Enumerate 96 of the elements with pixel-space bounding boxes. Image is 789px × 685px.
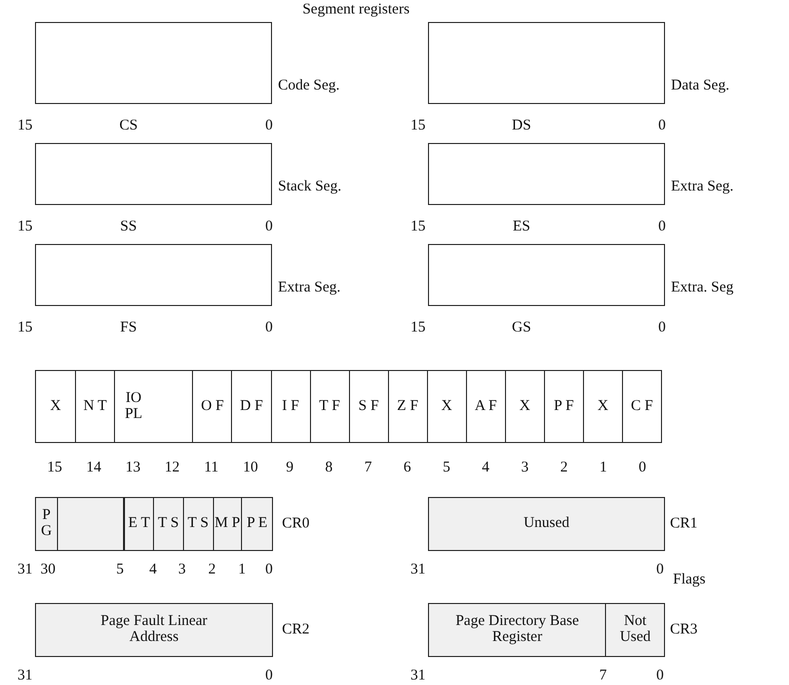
bit-number: 5 xyxy=(442,460,450,476)
bit-number: 0 xyxy=(638,460,646,476)
bit-field: C F xyxy=(622,371,661,442)
bit-number: 0 xyxy=(658,118,666,134)
bit-field: P G xyxy=(36,498,57,550)
register-box: Unused xyxy=(428,497,665,551)
bit-field: T S xyxy=(182,498,212,550)
bit-number: 5 xyxy=(116,562,124,578)
bit-number: 15 xyxy=(18,118,32,134)
bit-number: 14 xyxy=(86,460,102,476)
bit-number: 3 xyxy=(178,562,186,578)
bit-field: O F xyxy=(192,371,232,442)
bit-field: X xyxy=(426,371,466,442)
bit-number: 7 xyxy=(599,668,607,684)
bit-number: 15 xyxy=(410,118,426,134)
bit-number: GS xyxy=(512,320,532,336)
bit-number: 6 xyxy=(404,460,412,476)
register-box: Page Fault Linear Address xyxy=(35,603,273,657)
bit-number: 3 xyxy=(521,460,529,476)
register-name: CR1 xyxy=(670,516,698,532)
bit-field: X xyxy=(36,371,76,442)
bit-field: Z F xyxy=(388,371,427,442)
bit-number: 0 xyxy=(658,320,666,336)
bit-field: Not Used xyxy=(605,604,664,656)
register-box xyxy=(35,143,272,205)
register-name: Extra Seg. xyxy=(278,280,340,296)
bit-number: 9 xyxy=(286,460,294,476)
register-name: CR0 xyxy=(282,516,310,532)
bit-field: X xyxy=(582,371,622,442)
bit-field: IO PL xyxy=(114,371,192,442)
register-box xyxy=(428,244,665,306)
bit-number: 8 xyxy=(325,460,333,476)
register-name: Code Seg. xyxy=(278,78,340,94)
reserved-field xyxy=(56,498,124,550)
bit-number: 12 xyxy=(164,460,180,476)
register-caption: Flags xyxy=(673,572,706,588)
bit-number: 31 xyxy=(18,562,32,578)
register-box xyxy=(428,22,665,104)
bit-number: 4 xyxy=(482,460,490,476)
bit-field: T F xyxy=(310,371,349,442)
register-name: Extra Seg. xyxy=(671,178,734,196)
bit-number: 31 xyxy=(18,668,32,684)
bit-number: 13 xyxy=(125,460,140,476)
register-name: CR2 xyxy=(282,622,310,638)
bit-number: 4 xyxy=(149,562,157,578)
bit-number: FS xyxy=(120,320,137,336)
bit-number: 0 xyxy=(658,218,666,236)
bit-number: ES xyxy=(512,218,530,236)
bit-number: 0 xyxy=(265,218,273,236)
bit-number: 15 xyxy=(18,218,32,236)
bit-field: D F xyxy=(231,371,270,442)
bit-field: A F xyxy=(466,371,505,442)
bit-number: 31 xyxy=(410,562,426,578)
bit-number: DS xyxy=(512,118,532,134)
bit-number: 0 xyxy=(656,668,664,684)
register-box xyxy=(428,603,665,657)
bit-field: T S xyxy=(153,498,183,550)
bit-field: M P xyxy=(212,498,242,550)
diagram-title: Segment registers xyxy=(302,2,410,18)
bit-number: 2 xyxy=(208,562,216,578)
bit-field: N T xyxy=(75,371,114,442)
bit-number: 11 xyxy=(204,460,219,476)
register-box xyxy=(35,22,272,104)
bit-field: S F xyxy=(348,371,388,442)
bit-number: 31 xyxy=(410,668,426,684)
bit-number: 10 xyxy=(243,460,258,476)
bit-number: SS xyxy=(120,218,137,236)
bit-number: 15 xyxy=(410,218,426,236)
bit-number: 0 xyxy=(265,118,273,134)
register-box xyxy=(35,497,273,551)
bit-number: 0 xyxy=(265,668,273,684)
bit-field: X xyxy=(504,371,544,442)
register-name: Stack Seg. xyxy=(278,178,342,196)
bit-number: 15 xyxy=(47,460,62,476)
bit-number: 15 xyxy=(18,320,32,336)
bit-number: 0 xyxy=(265,562,273,578)
register-box xyxy=(428,143,665,205)
register-name: Data Seg. xyxy=(671,78,730,94)
bit-number: 0 xyxy=(265,320,273,336)
bit-number: 7 xyxy=(364,460,372,476)
register-box xyxy=(35,244,272,306)
bit-field: P E xyxy=(241,498,272,550)
bit-number: 2 xyxy=(560,460,568,476)
bit-number: 30 xyxy=(40,562,56,578)
bit-field: E T xyxy=(124,498,153,550)
bit-field: I F xyxy=(270,371,310,442)
register-name: Extra. Seg xyxy=(671,280,734,296)
bit-number: 15 xyxy=(410,320,426,336)
bit-field: Page Directory Base Register xyxy=(429,604,606,656)
register-box xyxy=(35,370,662,443)
bit-number: CS xyxy=(119,118,138,134)
bit-field: P F xyxy=(544,371,583,442)
bit-number: 1 xyxy=(238,562,246,578)
bit-number: 0 xyxy=(656,562,664,578)
register-name: CR3 xyxy=(670,622,698,638)
bit-number: 1 xyxy=(599,460,607,476)
